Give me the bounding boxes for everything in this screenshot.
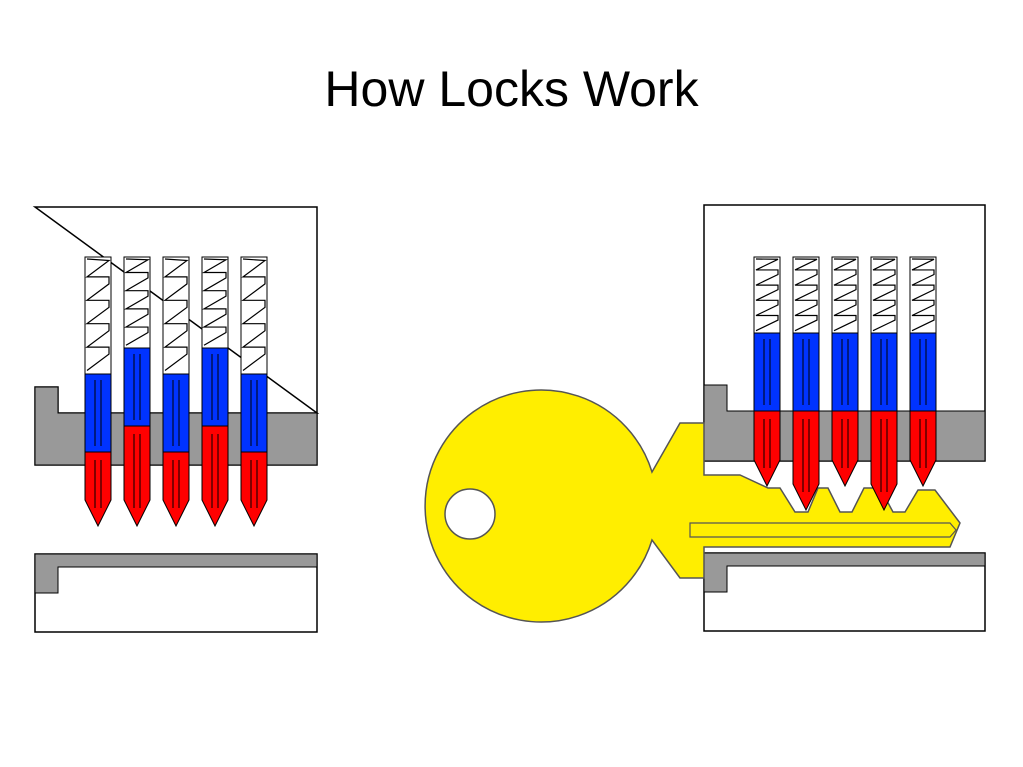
key-pin [84, 451, 112, 528]
pin-stack [870, 256, 898, 512]
driver-pin [201, 347, 229, 427]
spring-icon [123, 258, 151, 346]
spring-icon [241, 258, 267, 371]
spring-icon [872, 258, 896, 332]
pin-stack [84, 256, 112, 528]
right-pin-stacks [753, 256, 937, 512]
key-pin [201, 425, 229, 528]
spring-icon [794, 258, 818, 332]
spring-icon [755, 258, 779, 332]
key-pin [240, 451, 268, 528]
key-pin [753, 410, 781, 488]
pin-stack [831, 256, 859, 488]
key-hole [444, 488, 496, 540]
left-pin-stacks [84, 256, 268, 528]
spring-icon [911, 258, 935, 332]
pin-stack [123, 256, 151, 528]
key [424, 389, 961, 623]
pin-stack [753, 256, 781, 488]
driver-pin [753, 332, 781, 412]
key-bow [424, 389, 961, 623]
slide-title: How Locks Work [324, 61, 699, 117]
driver-pin [831, 332, 859, 412]
pin-stack [240, 256, 268, 528]
driver-pin [162, 373, 190, 453]
driver-pin [870, 332, 898, 412]
driver-pin [123, 347, 151, 427]
key-groove [689, 522, 957, 538]
key-pin [792, 410, 820, 512]
key-pin [162, 451, 190, 528]
driver-pin [909, 332, 937, 412]
plug-lower-right [703, 552, 986, 593]
pin-stack [201, 256, 229, 528]
spring-icon [163, 258, 189, 371]
pin-stack [909, 256, 937, 488]
locked-cylinder [32, 206, 320, 633]
spring-icon [85, 258, 111, 371]
key-pin [909, 410, 937, 488]
key-pin [870, 410, 898, 512]
driver-pin [84, 373, 112, 453]
spring-icon [201, 258, 229, 346]
key-pin [831, 410, 859, 488]
pin-stack [792, 256, 820, 512]
plug-lower [34, 553, 318, 594]
unlocked-cylinder [424, 204, 986, 632]
spring-icon [833, 258, 857, 332]
driver-pin [792, 332, 820, 412]
key-pin [123, 425, 151, 528]
driver-pin [240, 373, 268, 453]
pin-stack [162, 256, 190, 528]
